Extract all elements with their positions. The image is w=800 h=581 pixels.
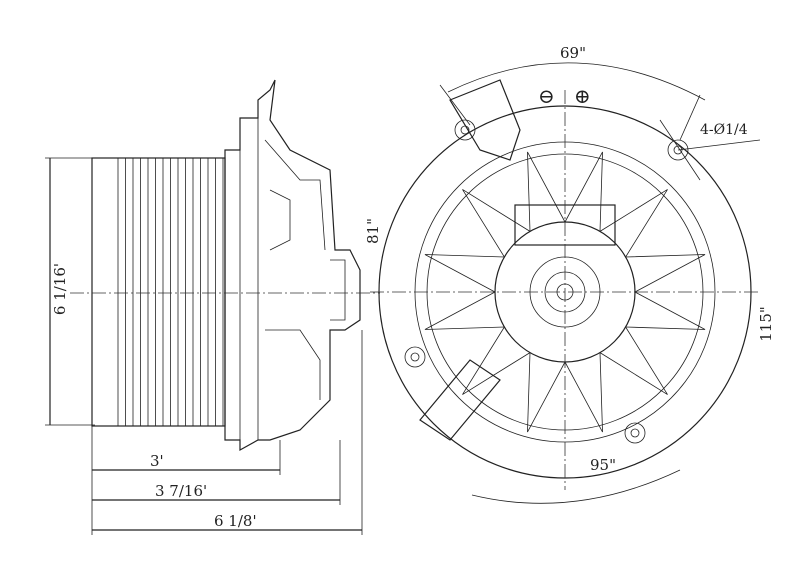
bottom-angle-label: 95" [590,456,616,474]
bracket-spoke [599,189,668,258]
bracket-spoke [625,254,706,293]
height-label: 6 1/16' [51,262,70,316]
bracket-spoke [462,326,531,395]
bracket-spoke [625,291,706,330]
bracket-spoke [424,254,505,293]
right-angle-label: 115" [756,306,775,342]
fan-width-label: 3' [150,452,164,470]
motor-housing [224,79,361,452]
bracket-spoke [564,151,603,232]
fan-wheel [91,157,226,427]
left-angle-label: 81" [364,218,382,244]
bracket-spoke [599,326,668,395]
total-width-label: 6 1/8' [214,512,257,530]
mid-width-label: 3 7/16' [155,482,208,500]
negative-terminal-icon: ⊖ [538,84,555,108]
bracket-spoke [527,352,566,433]
resistor-housing [419,359,501,441]
positive-terminal-icon: ⊕ [574,84,591,108]
bracket-spoke [564,352,603,433]
front-view [370,62,761,504]
hole-label: 4-Ø1/4 [700,122,748,138]
side-view [45,79,380,535]
bracket-spoke [462,189,531,258]
terminal-tab [449,79,521,161]
bracket-spoke [424,291,505,330]
fan-blades [117,158,224,426]
top-angle-label: 69" [560,44,586,62]
bracket-spoke [527,151,566,232]
